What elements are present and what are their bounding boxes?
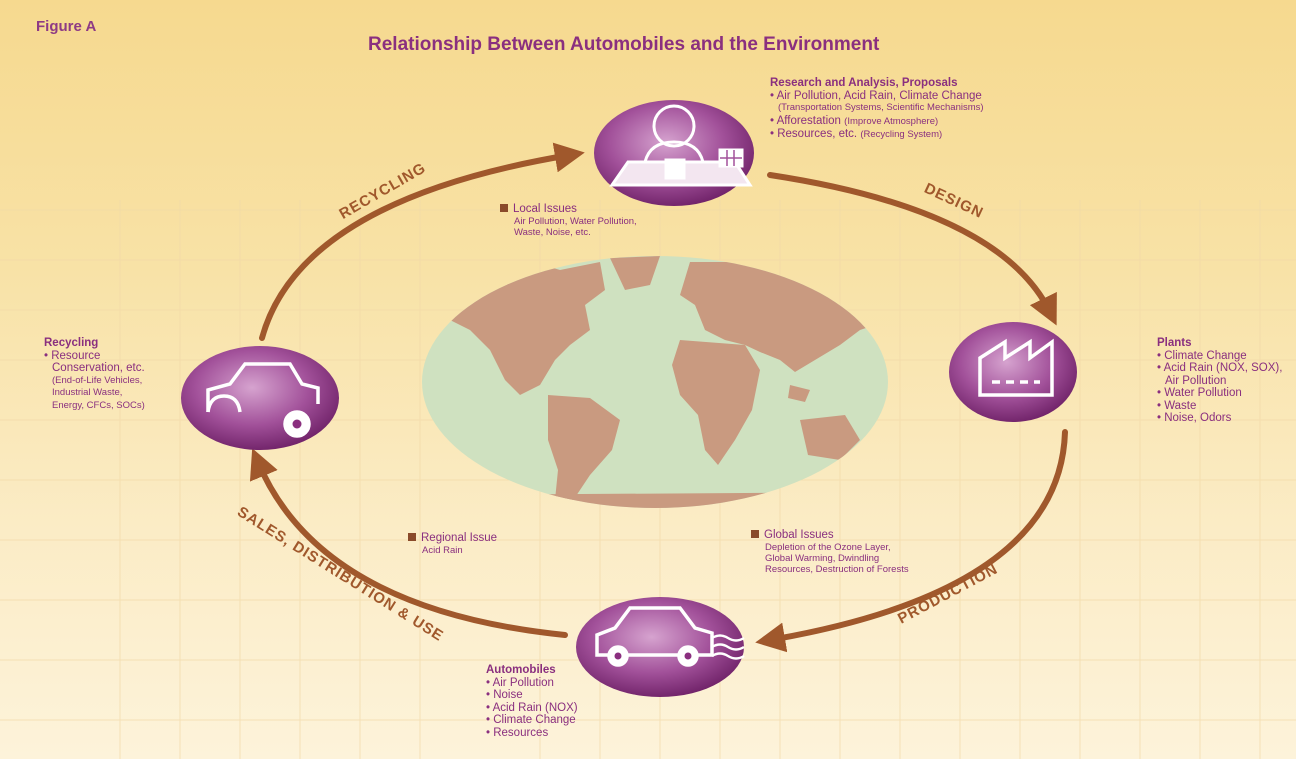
- global-issues-detail: Depletion of the Ozone Layer,: [765, 541, 891, 553]
- plants-heading: Plants: [1157, 337, 1192, 349]
- recycling-node: [181, 346, 339, 450]
- car-recycling-icon: [206, 362, 320, 438]
- plants-item: • Acid Rain (NOX, SOX),: [1157, 362, 1283, 374]
- plants-block: Plants • Climate Change • Acid Rain (NOX…: [1157, 337, 1282, 425]
- global-issues-detail: Resources, Destruction of Forests: [765, 563, 909, 575]
- arrow-design: [767, 172, 1057, 326]
- researcher-desk-icon: [609, 104, 753, 187]
- arrow-recycling: [259, 142, 585, 341]
- stage-label-production: PRODUCTION: [895, 561, 1001, 628]
- recycling-heading: Recycling: [44, 337, 99, 349]
- research-line3: • Resources, etc. (Recycling System): [770, 128, 943, 140]
- local-issues-heading: Local Issues: [513, 203, 577, 215]
- research-node: [594, 100, 754, 206]
- world-map: [422, 256, 888, 508]
- automobiles-item: • Noise: [486, 689, 523, 701]
- plants-item: • Noise, Odors: [1157, 412, 1232, 424]
- automobiles-item: • Acid Rain (NOX): [486, 701, 578, 714]
- plants-node: [949, 322, 1077, 422]
- recycling-detail: Energy, CFCs, SOCs): [52, 399, 145, 411]
- plants-item: • Climate Change: [1157, 349, 1247, 362]
- global-issues-detail: Global Warming, Dwindling: [765, 552, 880, 564]
- local-issues-detail: Air Pollution, Water Pollution,: [514, 215, 637, 227]
- automobiles-node: [576, 597, 745, 697]
- stage-label-sales: SALES, DISTRIBUTION & USE: [234, 503, 447, 645]
- factory-icon: [978, 338, 1054, 397]
- plants-item: • Waste: [1157, 399, 1197, 412]
- research-line1: • Air Pollution, Acid Rain, Climate Chan…: [770, 89, 982, 102]
- recycling-line: • Resource: [44, 349, 101, 362]
- automobiles-item: • Climate Change: [486, 714, 576, 726]
- local-issues-detail: Waste, Noise, etc.: [514, 226, 591, 238]
- research-line2: • Afforestation (Improve Atmosphere): [770, 114, 939, 127]
- regional-issue-heading: Regional Issue: [421, 532, 498, 544]
- recycling-line: Conservation, etc.: [52, 362, 145, 374]
- automobiles-item: • Air Pollution: [486, 676, 554, 689]
- stage-label-recycling: RECYCLING: [336, 159, 429, 222]
- local-issues: Local Issues Air Pollution, Water Pollut…: [500, 203, 637, 238]
- regional-issue-detail: Acid Rain: [422, 544, 463, 556]
- figure-label: Figure A: [36, 18, 97, 35]
- plants-item: • Water Pollution: [1157, 387, 1242, 399]
- regional-issue: Regional Issue Acid Rain: [408, 532, 497, 556]
- automobiles-block: Automobiles • Air Pollution • Noise • Ac…: [486, 664, 578, 739]
- research-line1b: (Transportation Systems, Scientific Mech…: [778, 102, 984, 113]
- diagram-title: Relationship Between Automobiles and the…: [368, 34, 880, 55]
- car-exhaust-icon: [595, 606, 745, 667]
- recycling-detail: (End-of-Life Vehicles,: [52, 374, 143, 386]
- recycling-block: Recycling • Resource Conservation, etc. …: [44, 337, 145, 412]
- automobiles-heading: Automobiles: [486, 664, 556, 676]
- plants-item: Air Pollution: [1165, 374, 1227, 387]
- arrow-sales: [249, 448, 568, 638]
- global-issues-heading: Global Issues: [764, 529, 834, 541]
- recycling-detail: Industrial Waste,: [52, 387, 123, 398]
- global-issues: Global Issues Depletion of the Ozone Lay…: [751, 529, 909, 575]
- research-heading: Research and Analysis, Proposals: [770, 77, 958, 89]
- automobiles-item: • Resources: [486, 726, 549, 739]
- research-block: Research and Analysis, Proposals • Air P…: [770, 77, 984, 142]
- arrow-production: [755, 429, 1068, 653]
